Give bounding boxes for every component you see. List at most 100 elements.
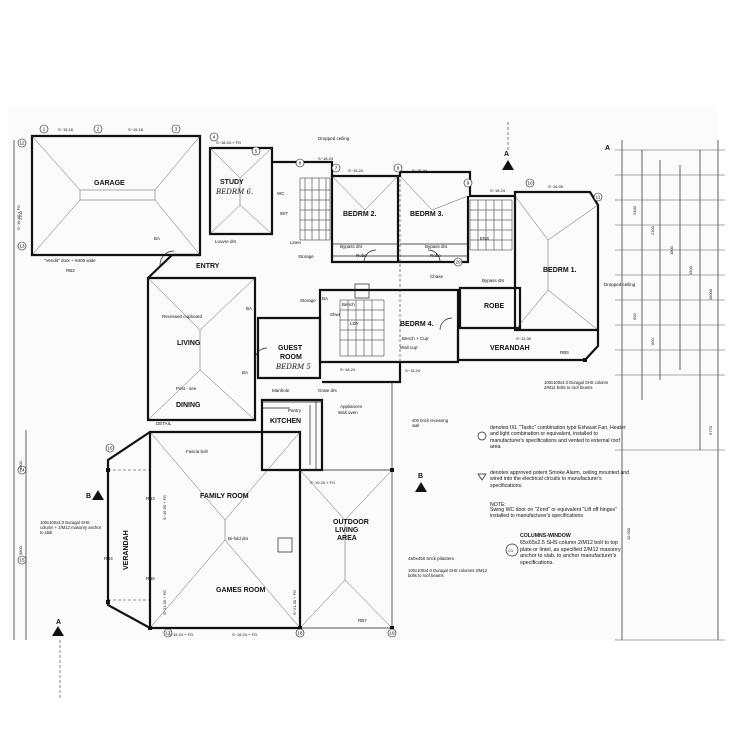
- dim-6: S~16.05: [548, 184, 564, 189]
- bed1-hips: [514, 195, 599, 331]
- outer-walls: [30, 134, 600, 630]
- verandah-posts: [106, 358, 587, 630]
- grid-bubble-label: 12: [19, 141, 25, 146]
- grid-bubble-label: 20: [455, 260, 461, 265]
- grid-bubble-label: 19: [389, 631, 395, 636]
- dim-3: S~18.24 + FG: [216, 140, 241, 145]
- storage-label: Storage: [298, 254, 314, 259]
- detail-label: DETAIL: [156, 421, 172, 426]
- code-rb4: RB4: [104, 556, 113, 561]
- section-a-right: A: [605, 145, 610, 152]
- columns-body-box: 65x65x2.5 SHS column 2/M12 bolt to top p…: [520, 540, 621, 566]
- note-column-right: 100x100x4.0 Duragal SHS column 2/M12 bol…: [544, 380, 609, 390]
- code-rb6: RB6: [146, 576, 155, 581]
- grid-bubble-label: 5: [255, 149, 258, 154]
- left-dim-3: 5800: [18, 545, 23, 555]
- bifold-doors-label: Bi-fold drs: [228, 536, 249, 541]
- bedroom-3-label: BEDRM 3.: [410, 211, 444, 218]
- bed4-door-swing: [439, 317, 453, 331]
- grid-bubble: [39, 124, 49, 134]
- section-a-arrow-top: [502, 160, 514, 170]
- outdoor-label-2: LIVING: [335, 527, 359, 534]
- entry-angle-wall: [147, 253, 200, 279]
- note-recessed: Recessed cupboard: [162, 314, 203, 319]
- grid-bubble: [93, 124, 103, 134]
- code-ba-2: BA: [246, 306, 252, 311]
- grid-bubble: [163, 628, 173, 638]
- guest-handwritten-label: BEDRM 5: [275, 363, 312, 371]
- internal-details: [52, 120, 587, 700]
- grid-bubble-label: 11: [596, 195, 601, 200]
- dim-row-6: 600: [650, 338, 655, 345]
- robe-walls: [458, 286, 522, 330]
- section-a-arrow-bottom: [52, 626, 64, 636]
- games-room-label: GAMES ROOM: [216, 587, 266, 594]
- dim-total-2: 9770: [708, 425, 713, 435]
- grid-bubble: [387, 628, 397, 638]
- note-smoke: denotes approved potent Smoke Alarm, cei…: [490, 470, 629, 489]
- fireplace: [277, 537, 293, 553]
- robe-label-a: Robe: [356, 253, 367, 258]
- verandah-right-label: VERANDAH: [490, 345, 530, 352]
- robe-label: ROBE: [484, 303, 505, 310]
- note-beam-left-box: 100x100x4.0 Duragal SHS column + 2/M12 m…: [40, 520, 102, 535]
- section-b-arrow-right: [415, 482, 427, 492]
- dim-11: S~21.30 + FG: [162, 590, 167, 615]
- grid-bubble: [593, 192, 603, 202]
- note-column-right-box: 100x100x4.0 Duragal SHS column 2/M12 bol…: [544, 380, 609, 390]
- bypass-doors-bed3: Bypass drs: [425, 244, 448, 249]
- dimension-ticks: [615, 149, 725, 641]
- plan-dimensions: S~15.16 S~15.16 S~18.24 + FG S~15.24 S~1…: [16, 127, 564, 637]
- code-ba-1: BA: [154, 236, 160, 241]
- entry-label: ENTRY: [196, 263, 220, 270]
- dining-label: DINING: [176, 402, 201, 409]
- roof-overhang-lines: [108, 175, 401, 601]
- grid-bubble: [295, 628, 305, 638]
- bed2-door-swing: [363, 249, 377, 263]
- note-beam-left: 100x100x4.0 Duragal SHS column + 2/M12 m…: [40, 520, 102, 535]
- dim-2: S~15.16: [128, 127, 144, 132]
- note-dropped-ceiling-2: Dropped ceiling: [604, 282, 636, 287]
- dim-8: S~15.24 + FG: [168, 632, 193, 637]
- dim-row-3: 1800: [669, 245, 674, 255]
- louvre-doors-label: Louvre drs: [215, 239, 237, 244]
- note-beam-mid-box: 400 brick recessing wall: [412, 418, 449, 428]
- code-rb3: RB3: [146, 496, 155, 501]
- robe-cupboards: [332, 243, 468, 257]
- columns-head: COLUMNS-WINDOW: [520, 533, 571, 539]
- bedroom-1-label: BEDRM 1.: [543, 267, 577, 274]
- grid-bubble-label: 6: [299, 161, 302, 166]
- grid-bubble: [105, 443, 115, 453]
- grid-bubble-label: 7: [335, 166, 338, 171]
- column-code: C1: [508, 548, 514, 553]
- fixture-labels: Linen Storage Bypass drs Bypass drs Bypa…: [44, 239, 505, 541]
- grid-bubble: [17, 138, 27, 148]
- shower-label: Shwr: [330, 312, 341, 317]
- guest-door-swing: [254, 347, 268, 361]
- note-beam-mid: 400 brick recessing wall: [412, 418, 449, 428]
- grid-bubble-label: 13: [19, 244, 25, 249]
- dim-10: S~16.90 + FG: [162, 495, 167, 520]
- dim-15: S~15.24: [405, 368, 421, 373]
- section-b-arrow-left: [92, 490, 104, 500]
- column-symbol: [505, 543, 519, 557]
- grid-bubble: [17, 241, 27, 251]
- entry-door-swing: [159, 250, 175, 266]
- grid-bubble-label: 15: [19, 558, 25, 563]
- grid-bubble: [525, 178, 535, 188]
- bedroom-hips: [331, 175, 469, 211]
- left-dim-1: 2700: [18, 210, 23, 220]
- guest-label-2: ROOM: [280, 354, 302, 361]
- section-lines: [59, 120, 509, 700]
- note-slab-piers: 450x450 brick pilasters: [408, 556, 455, 561]
- note-grate: Grate drs: [318, 388, 338, 393]
- dim-18: S~18.24: [318, 156, 334, 161]
- bench-label: Bench: [342, 302, 355, 307]
- code-ba-4: BA: [242, 370, 248, 375]
- grid-bubble: [171, 124, 181, 134]
- note-outdoor-posts: 100x100x4.0 Duragal SHS columns 2/M12 bo…: [408, 568, 488, 578]
- grid-bubble: [209, 132, 219, 142]
- section-a-top: A: [504, 151, 509, 158]
- dim-total-1: 16000: [708, 288, 713, 300]
